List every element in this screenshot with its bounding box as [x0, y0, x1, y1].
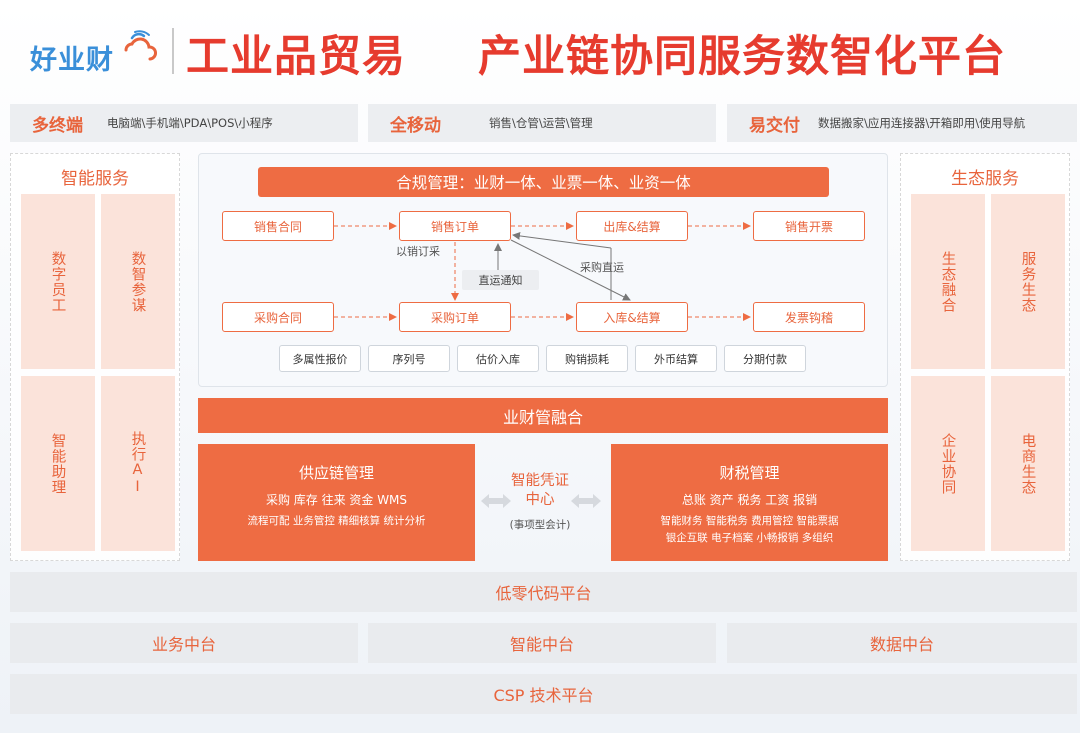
- feature-bar-delivery: 易交付 数据搬家\应用连接器\开箱即用\使用导航: [727, 104, 1077, 142]
- logo-cloud-icon: [124, 30, 157, 61]
- node-purchase-order: 采购订单: [399, 302, 511, 332]
- panel-title: 智能服务: [61, 169, 129, 189]
- feature-bar-mobile: 全移动 销售\仓管\运营\管理: [368, 104, 716, 142]
- tile-enterprise-collab: 企业协同: [911, 376, 985, 551]
- finance-tax-card: 财税管理 总账 资产 税务 工资 报销 智能财务 智能税务 费用管控 智能票据 …: [611, 444, 888, 561]
- ecosystem-services-panel: 生态服务 生态融合 服务生态 企业协同 电商生态: [900, 153, 1070, 561]
- panel-title: 生态服务: [951, 169, 1019, 189]
- node-sales-invoice: 销售开票: [753, 211, 865, 241]
- double-arrow-icon: [571, 494, 601, 508]
- feature-desc: 电脑端\手机端\PDA\POS\小程序: [107, 116, 273, 130]
- node-purchase-contract: 采购合同: [222, 302, 334, 332]
- feature-label: 多终端: [32, 115, 83, 136]
- lowcode-platform-bar: 低零代码平台: [10, 572, 1077, 612]
- smart-services-panel: 智能服务 数字员工 数智参谋 智能助理 执行AI: [10, 153, 180, 561]
- double-arrow-icon: [481, 494, 511, 508]
- feature-desc: 数据搬家\应用连接器\开箱即用\使用导航: [818, 116, 1026, 130]
- feature-label: 易交付: [749, 115, 800, 136]
- feature-pill: 多属性报价: [279, 345, 361, 372]
- feature-desc: 销售\仓管\运营\管理: [489, 116, 593, 130]
- feature-pill: 购销损耗: [546, 345, 628, 372]
- tile-service-eco: 服务生态: [991, 194, 1065, 369]
- supply-chain-card: 供应链管理 采购 库存 往来 资金 WMS 流程可配 业务管控 精细核算 统计分…: [198, 444, 475, 561]
- node-outbound-settlement: 出库&结算: [576, 211, 688, 241]
- page-subtitle: 产业链协同服务数智化平台: [478, 32, 1006, 82]
- tile-smart-assistant: 智能助理: [21, 376, 95, 551]
- feature-pill: 序列号: [368, 345, 450, 372]
- logo-text: 好业财: [30, 45, 114, 76]
- note-direct-notice: 直运通知: [462, 270, 539, 290]
- feature-pill: 估价入库: [457, 345, 539, 372]
- card-line: 流程可配 业务管控 精细核算 统计分析: [247, 515, 426, 527]
- card-line: 采购 库存 往来 资金 WMS: [265, 493, 408, 507]
- page-title: 工业品贸易: [186, 32, 406, 82]
- tile-eco-fusion: 生态融合: [911, 194, 985, 369]
- voucher-center-title: 智能凭证 中心: [511, 473, 569, 508]
- compliance-banner: 合规管理：业财一体、业票一体、业资一体: [258, 167, 829, 197]
- card-line: 总账 资产 税务 工资 报销: [681, 493, 818, 507]
- voucher-center-subtitle: (事项型会计): [509, 519, 571, 531]
- card-title: 财税管理: [719, 464, 780, 482]
- node-invoice-reconcile: 发票钩稽: [753, 302, 865, 332]
- tile-digital-advisor: 数智参谋: [101, 194, 175, 369]
- note-purchase-by-sales: 以销订采: [396, 245, 440, 258]
- csp-platform-bar: CSP 技术平台: [10, 674, 1077, 714]
- business-middle-platform-bar: 业务中台: [10, 623, 358, 663]
- intelligence-middle-platform-bar: 智能中台: [368, 623, 716, 663]
- feature-pill: 外币结算: [635, 345, 717, 372]
- tile-ecommerce-eco: 电商生态: [991, 376, 1065, 551]
- feature-pill: 分期付款: [724, 345, 806, 372]
- header-divider: [172, 28, 174, 74]
- card-title: 供应链管理: [298, 464, 374, 482]
- business-finance-fusion-bar: 业财管融合: [198, 398, 888, 433]
- node-inbound-settlement: 入库&结算: [576, 302, 688, 332]
- card-line: 智能财务 智能税务 费用管控 智能票据: [660, 515, 839, 527]
- note-purchase-direct: 采购直运: [580, 261, 624, 274]
- tile-digital-employee: 数字员工: [21, 194, 95, 369]
- node-sales-contract: 销售合同: [222, 211, 334, 241]
- card-line: 银企互联 电子档案 小畅报销 多组织: [665, 532, 834, 544]
- feature-label: 全移动: [390, 115, 441, 136]
- data-middle-platform-bar: 数据中台: [727, 623, 1077, 663]
- feature-bar-multi-terminal: 多终端 电脑端\手机端\PDA\POS\小程序: [10, 104, 358, 142]
- node-sales-order: 销售订单: [399, 211, 511, 241]
- tile-execution-ai: 执行AI: [101, 376, 175, 551]
